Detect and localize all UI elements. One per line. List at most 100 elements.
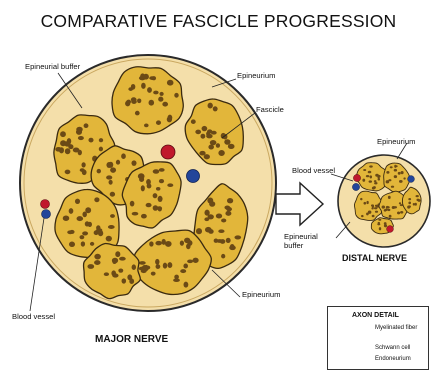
axon-dot bbox=[387, 209, 390, 211]
axon-dot bbox=[386, 180, 389, 182]
axon-dot bbox=[116, 160, 120, 165]
axon-dot bbox=[391, 186, 394, 188]
axon-dot bbox=[78, 150, 82, 156]
axon-dot bbox=[110, 167, 116, 172]
axon-dot bbox=[156, 120, 161, 125]
axon-dot bbox=[137, 98, 141, 103]
axon-dot bbox=[213, 106, 218, 111]
axon-dot bbox=[163, 263, 167, 269]
axon-dot bbox=[159, 179, 164, 183]
axon-dot bbox=[144, 124, 149, 128]
axon-dot bbox=[110, 192, 115, 197]
axon-dot bbox=[226, 207, 232, 211]
axon-dot bbox=[180, 240, 184, 245]
axon-dot bbox=[156, 264, 161, 269]
axon-dot bbox=[211, 131, 217, 135]
axon-dot bbox=[167, 116, 172, 122]
axon-dot bbox=[225, 211, 231, 216]
axon-dot bbox=[135, 111, 140, 116]
distal-vessel-red-bottom bbox=[387, 226, 394, 233]
axon-dot bbox=[413, 203, 415, 206]
vessel-red-center bbox=[161, 145, 175, 159]
axon-dot bbox=[369, 180, 372, 182]
axon-dot bbox=[146, 203, 152, 207]
axon-dot bbox=[208, 103, 213, 109]
axon-dot bbox=[106, 162, 111, 168]
axon-dot bbox=[88, 138, 93, 143]
axon-dot bbox=[360, 198, 362, 200]
axon-dot bbox=[226, 238, 231, 243]
axon-dot bbox=[378, 219, 381, 221]
axon-dot bbox=[141, 214, 147, 219]
axon-dot bbox=[193, 258, 199, 263]
axon-dot bbox=[386, 171, 389, 174]
label-fascicle: Fascicle bbox=[256, 106, 284, 114]
axon-dot bbox=[378, 222, 380, 224]
axon-dot bbox=[147, 87, 152, 93]
axon-dot bbox=[364, 202, 367, 205]
axon-dot bbox=[221, 219, 226, 223]
distal-nerve-title: DISTAL NERVE bbox=[342, 254, 407, 263]
axon-dot bbox=[141, 185, 145, 191]
axon-dot bbox=[151, 272, 156, 276]
axon-dot bbox=[208, 144, 214, 149]
axon-dot bbox=[201, 134, 206, 139]
axon-dot bbox=[149, 76, 155, 80]
axon-dot bbox=[393, 206, 397, 208]
label-blood-vessel: Blood vessel bbox=[12, 313, 55, 321]
axon-dot bbox=[121, 153, 126, 159]
axon-dot bbox=[397, 212, 400, 215]
axon-dot bbox=[122, 278, 127, 283]
axon-dot bbox=[398, 172, 401, 175]
axon-dot bbox=[180, 269, 186, 273]
axon-dot bbox=[153, 193, 158, 198]
axon-dot bbox=[67, 230, 73, 234]
label-epineurial-buffer: Epineurial buffer bbox=[25, 63, 80, 71]
axon-dot bbox=[84, 123, 89, 128]
axon-dot bbox=[229, 245, 236, 250]
axon-dot bbox=[130, 201, 135, 207]
vessel-red-edge bbox=[41, 200, 50, 209]
axon-dot bbox=[400, 211, 403, 214]
distal-vessel-blue-right bbox=[408, 176, 415, 183]
axon-dot bbox=[77, 216, 84, 221]
axon-dot bbox=[202, 126, 208, 131]
axon-dot bbox=[372, 187, 375, 190]
axon-dot bbox=[362, 179, 365, 182]
label-epineurium-bottom: Epineurium bbox=[242, 291, 280, 299]
axon-dot bbox=[394, 175, 397, 178]
axon-dot bbox=[191, 119, 196, 124]
axon-dot bbox=[81, 162, 85, 167]
axon-dot bbox=[94, 254, 101, 260]
axon-dot bbox=[65, 170, 71, 175]
axon-dot bbox=[81, 241, 85, 246]
axon-dot bbox=[234, 235, 241, 239]
axon-dot bbox=[63, 215, 70, 221]
axon-dot bbox=[227, 198, 233, 203]
axon-dot bbox=[403, 177, 405, 179]
axon-dot bbox=[153, 91, 158, 95]
axon-dot bbox=[184, 282, 189, 288]
vessel-blue-center bbox=[187, 170, 200, 183]
axon-dot bbox=[118, 269, 123, 273]
axon-dot bbox=[156, 187, 161, 191]
axon-dot bbox=[370, 175, 372, 178]
axon-label-myelinated: Myelinated fiber bbox=[375, 325, 417, 331]
label-distal-buffer: Epineurial buffer bbox=[284, 233, 318, 250]
axon-dot bbox=[149, 100, 155, 106]
axon-dot bbox=[82, 212, 87, 218]
axon-dot bbox=[162, 102, 168, 107]
axon-dot bbox=[218, 150, 224, 156]
axon-dot bbox=[149, 241, 153, 246]
axon-dot bbox=[399, 180, 403, 183]
axon-dot bbox=[126, 100, 131, 104]
axon-dot bbox=[416, 195, 419, 197]
axon-dot bbox=[85, 221, 90, 226]
axon-dot bbox=[371, 204, 374, 206]
axon-dot bbox=[119, 257, 126, 261]
axon-dot bbox=[112, 259, 117, 264]
axon-dot bbox=[214, 238, 219, 242]
axon-dot bbox=[158, 97, 163, 102]
axon-dot bbox=[94, 197, 99, 202]
axon-dot bbox=[132, 212, 139, 216]
